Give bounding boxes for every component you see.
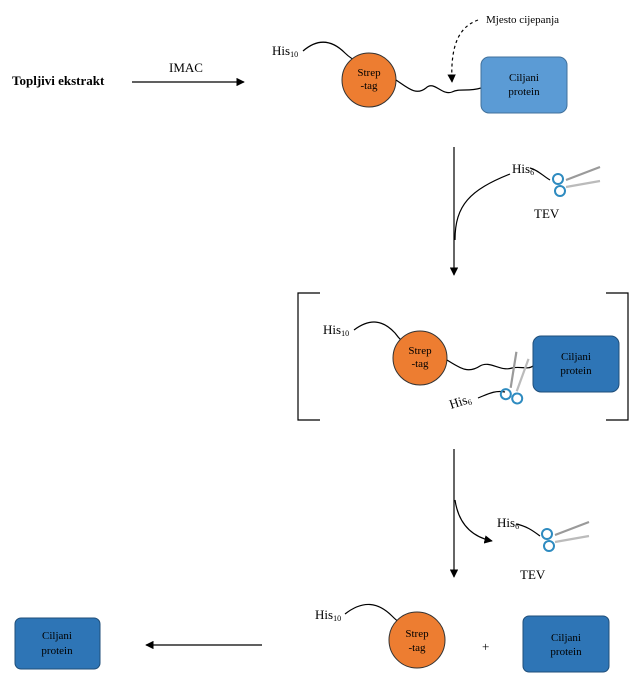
tev-released: His6 TEV (497, 515, 591, 582)
linker-top (395, 79, 482, 94)
svg-text:His10: His10 (272, 43, 298, 59)
target-label-line2: protein (550, 646, 582, 658)
right-bracket (606, 292, 629, 421)
tev-top: His6 TEV (512, 161, 602, 221)
svg-text:His10: His10 (315, 607, 341, 623)
target-label-line2: protein (560, 365, 592, 377)
svg-text:His10: His10 (323, 322, 349, 338)
strep-label-line2: -tag (360, 80, 378, 92)
his-label: His (512, 161, 530, 176)
target-label-line2: protein (41, 645, 73, 657)
his6-subscript: 6 (515, 522, 519, 531)
his10-tag-middle: His10 (323, 321, 410, 347)
target-label-line1: Ciljani (551, 632, 581, 644)
his10-tag-top: His10 (272, 41, 363, 65)
his10-subscript: 10 (333, 614, 341, 623)
plus-sign: + (482, 639, 489, 654)
tev-release-curve (454, 499, 493, 544)
target-protein-middle: Ciljani protein (532, 335, 620, 393)
tev-label: TEV (520, 567, 546, 582)
target-label-line1: Ciljani (509, 72, 539, 84)
tev-bound: His6 (447, 350, 543, 413)
strep-label-line2: -tag (411, 358, 429, 370)
target-label-line1: Ciljani (561, 351, 591, 363)
his6-subscript: 6 (530, 168, 534, 177)
tev-label: TEV (534, 206, 560, 221)
target-label-line2: protein (508, 86, 540, 98)
his10-subscript: 10 (290, 50, 298, 59)
his10-subscript: 10 (341, 329, 349, 338)
svg-text:His6: His6 (447, 391, 473, 413)
target-protein-bottom-right: Ciljani protein (522, 615, 610, 673)
left-bracket (297, 292, 320, 421)
strep-label-line1: Strep (405, 628, 429, 640)
svg-text:His6: His6 (512, 161, 534, 177)
his6-subscript: 6 (467, 397, 474, 407)
strep-tag-middle: Strep -tag (392, 330, 448, 386)
strep-label-line2: -tag (408, 642, 426, 654)
strep-tag-bottom: Strep -tag (388, 611, 446, 669)
tev-join-curve (454, 173, 511, 241)
target-protein-top: Ciljani protein (480, 56, 568, 114)
soluble-extract-label: Topljivi ekstrakt (12, 73, 105, 88)
scissors-icon (540, 520, 591, 553)
scissors-icon (551, 165, 602, 198)
cleavage-site-label: Mjesto cijepanja (486, 14, 559, 26)
his-label: His (497, 515, 515, 530)
strep-label-line1: Strep (408, 345, 432, 357)
linker-middle (446, 359, 534, 371)
his-label: His (272, 43, 290, 58)
his-label: His (447, 392, 469, 412)
target-protein-final: Ciljani protein (14, 617, 101, 670)
his-label: His (323, 322, 341, 337)
cleavage-site-dashed-arrow (447, 19, 479, 83)
imac-label: IMAC (169, 60, 203, 75)
target-label-line1: Ciljani (42, 630, 72, 642)
svg-text:His6: His6 (497, 515, 519, 531)
his-label: His (315, 607, 333, 622)
strep-tag-top: Strep -tag (341, 52, 397, 108)
strep-label-line1: Strep (357, 67, 381, 79)
